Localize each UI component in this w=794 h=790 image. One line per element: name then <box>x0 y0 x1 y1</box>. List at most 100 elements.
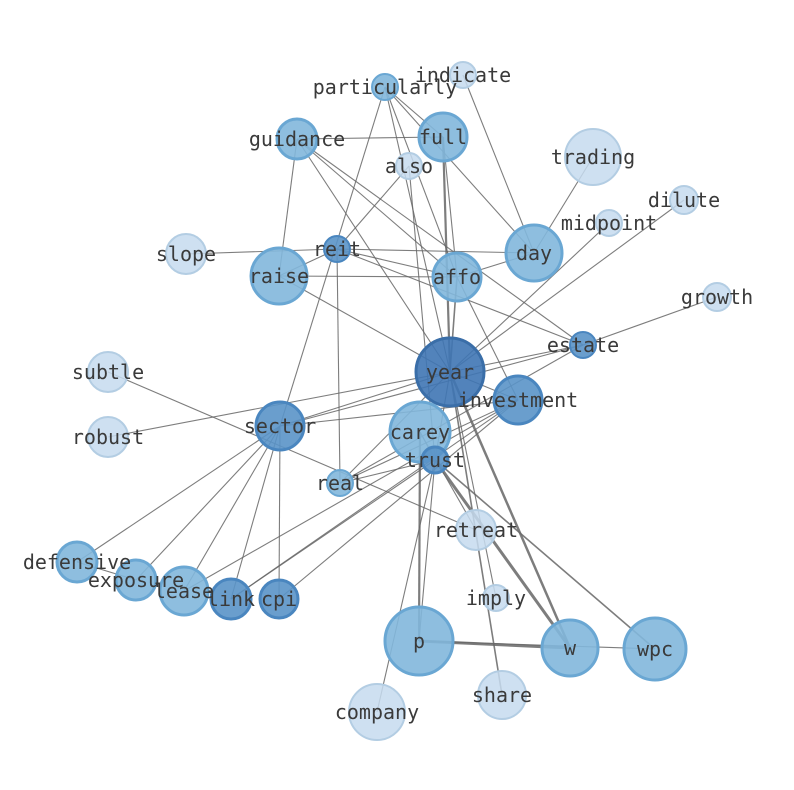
node-label-growth: growth <box>681 285 753 309</box>
node-trust <box>420 445 450 475</box>
node-reit <box>323 235 351 263</box>
node-exposure <box>114 558 158 602</box>
node-label-share: share <box>472 683 532 707</box>
node-label-estate: estate <box>547 333 619 357</box>
node-guidance <box>275 117 319 161</box>
node-label-trading: trading <box>551 145 635 169</box>
node-estate <box>569 331 597 359</box>
node-label-defensive: defensive <box>23 550 131 574</box>
node-share <box>477 670 527 720</box>
node-label-full: full <box>419 125 467 149</box>
node-wpc <box>622 616 688 682</box>
edge-investment-link <box>230 399 519 600</box>
edge-investment-lease <box>183 399 519 592</box>
node-label-robust: robust <box>72 425 144 449</box>
edge-raise-affo <box>278 275 458 278</box>
node-label-w: w <box>564 636 577 660</box>
node-label-wpc: wpc <box>637 637 673 661</box>
edge-sector-defensive <box>76 425 281 563</box>
node-growth <box>702 282 732 312</box>
node-label-link: link <box>207 587 255 611</box>
edge-sector-exposure <box>135 425 281 581</box>
node-label-trust: trust <box>405 448 465 472</box>
edge-sector-cpi <box>278 425 281 600</box>
node-lease <box>158 565 210 617</box>
node-label-carey: carey <box>390 420 450 444</box>
node-label-particularly: particularly <box>313 75 458 99</box>
edge-guidance-affo <box>296 138 458 278</box>
node-link <box>209 577 253 621</box>
node-label-indicate: indicate <box>415 63 511 87</box>
edge-subtle-retreat <box>107 371 477 531</box>
node-full <box>417 111 469 163</box>
edge-imply-year <box>449 371 497 599</box>
node-label-also: also <box>385 154 433 178</box>
node-day <box>504 223 564 283</box>
node-label-guidance: guidance <box>249 127 345 151</box>
edge-year-w <box>448 371 572 649</box>
node-label-day: day <box>516 241 552 265</box>
edge-trust-w <box>433 459 572 649</box>
edge-real-estate <box>339 344 584 484</box>
edge-year-dilute <box>449 199 685 373</box>
node-raise <box>249 246 309 306</box>
node-label-reit: reit <box>313 237 361 261</box>
node-year <box>414 336 486 408</box>
node-cpi <box>258 578 300 620</box>
node-label-imply: imply <box>466 586 526 610</box>
node-slope <box>165 233 207 275</box>
node-defensive <box>55 540 99 584</box>
node-label-year: year <box>426 360 474 384</box>
node-p <box>383 605 455 677</box>
node-indicate <box>449 61 477 89</box>
node-label-exposure: exposure <box>88 568 184 592</box>
node-label-cpi: cpi <box>261 587 297 611</box>
node-also <box>395 152 423 180</box>
node-label-investment: investment <box>458 388 578 412</box>
edge-trust-company <box>376 459 436 713</box>
edge-year-guidance <box>296 138 451 373</box>
node-midpoint <box>595 209 623 237</box>
edge-year-particularly <box>384 86 451 373</box>
node-particularly <box>371 73 399 101</box>
node-real <box>326 469 354 497</box>
node-imply <box>482 584 510 612</box>
edge-p-wpc <box>418 640 656 650</box>
node-label-dilute: dilute <box>648 188 720 212</box>
node-label-slope: slope <box>156 242 216 266</box>
node-label-company: company <box>335 700 419 724</box>
edge-year-midpoint <box>449 222 610 373</box>
node-label-midpoint: midpoint <box>561 211 657 235</box>
node-sector <box>254 400 306 452</box>
node-w <box>540 618 600 678</box>
node-label-subtle: subtle <box>72 360 144 384</box>
edge-estate-growth <box>582 296 718 346</box>
edge-reit-day <box>336 248 535 254</box>
node-robust <box>87 416 129 458</box>
edge-indicate-day <box>462 74 535 254</box>
graph-nodes <box>55 61 732 741</box>
node-label-affo: affo <box>433 265 481 289</box>
node-label-real: real <box>316 471 364 495</box>
edge-estate-guidance <box>296 138 584 346</box>
node-label-sector: sector <box>244 414 316 438</box>
node-label-retreat: retreat <box>434 518 518 542</box>
node-label-p: p <box>413 629 425 653</box>
node-company <box>348 683 406 741</box>
node-dilute <box>669 185 699 215</box>
node-affo <box>431 251 483 303</box>
edge-day-particularly <box>384 86 535 254</box>
edge-trust-wpc <box>434 459 656 650</box>
graph-labels: year investment sector carey trust real retrea… <box>23 63 753 724</box>
edge-reit-also <box>336 165 410 250</box>
node-label-lease: lease <box>154 579 214 603</box>
edge-investment-cpi <box>278 399 519 600</box>
edge-sector-lease <box>183 425 281 592</box>
node-retreat <box>455 509 497 551</box>
edge-sector-link <box>230 425 281 600</box>
edge-real-reit <box>336 248 341 484</box>
edge-slope-reit <box>185 248 338 255</box>
node-investment <box>492 374 544 426</box>
node-subtle <box>87 351 129 393</box>
